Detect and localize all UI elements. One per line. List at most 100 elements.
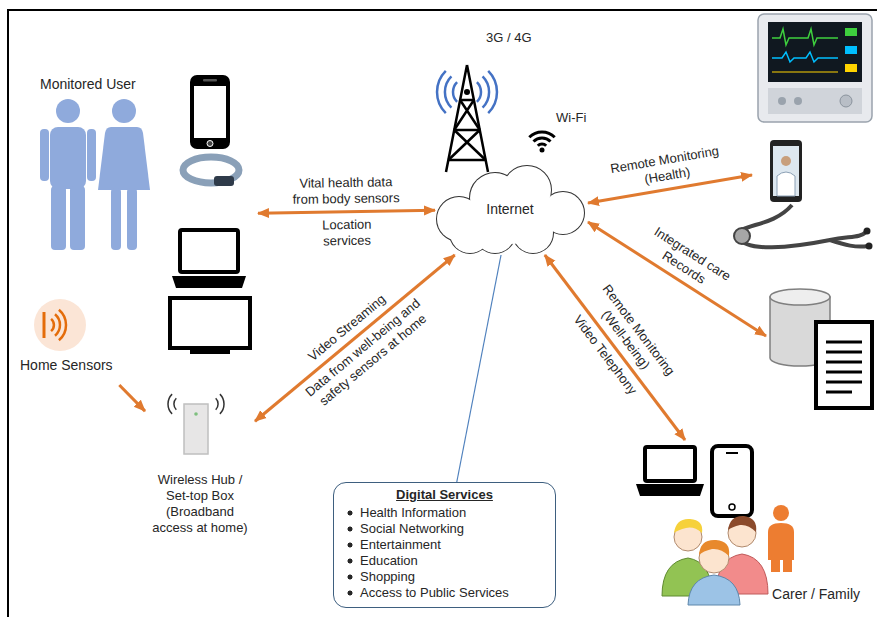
- people-icon: [56, 99, 80, 123]
- cell-tower-icon: [437, 71, 446, 113]
- patient-monitor-picture: [772, 71, 838, 72]
- wireless-hub-icon: [220, 394, 224, 414]
- people-icon: [87, 129, 96, 181]
- wireless-hub-icon: [174, 398, 176, 409]
- family-icon: [768, 523, 794, 560]
- tablet-stethoscope-picture: [781, 156, 791, 166]
- edge-label-text: Vital health data from body sensors: [293, 174, 400, 207]
- laptop-icon: [172, 276, 246, 288]
- wireless-hub-icon: [168, 394, 224, 414]
- cell-tower-icon: [446, 65, 488, 172]
- carer-group: Carer / Family: [630, 440, 865, 605]
- home-sensor-icon: [43, 312, 46, 338]
- tablet-stethoscope-picture: [864, 228, 871, 235]
- people-icon: [98, 127, 150, 190]
- home-sensor-icon: [34, 299, 86, 351]
- people-icon: [111, 188, 121, 250]
- laptop-icon: [172, 230, 246, 288]
- tv-icon: [190, 348, 230, 354]
- text-label: 3G / 4G: [486, 30, 532, 46]
- home-sensor-icon: [34, 299, 86, 351]
- home-sensor-icon: [51, 310, 66, 341]
- cloud-shape: [513, 213, 553, 253]
- patient-monitor-picture: [758, 14, 872, 122]
- document-icon: [816, 322, 872, 408]
- cloud-shape: [437, 166, 584, 253]
- family-icon: [674, 519, 702, 533]
- tablet-stethoscope-picture: [773, 146, 799, 196]
- cloud-shape: [475, 213, 515, 253]
- tablet-stethoscope-picture: [866, 243, 873, 250]
- cell-tower-icon: [448, 100, 485, 160]
- list-item: Access to Public Services: [342, 585, 547, 601]
- wireless-hub-icon: [184, 404, 208, 454]
- people-icon: [50, 127, 86, 189]
- carer-devices-icon: [636, 484, 704, 496]
- patient-monitor-picture: [845, 46, 857, 54]
- box-heading: Digital Services: [342, 487, 547, 503]
- text-label-text: Wi-Fi: [556, 110, 586, 125]
- patient-monitor-picture: [845, 64, 857, 72]
- internet-cloud: Internet: [435, 163, 585, 255]
- database-icon: [770, 289, 830, 305]
- people-icon: [40, 99, 150, 250]
- cell-tower-icon: [445, 76, 451, 107]
- home-sensor-icon: [51, 319, 54, 331]
- cell-tower-icon: [483, 76, 489, 107]
- patient-monitor-picture: [768, 88, 862, 114]
- family-icon: [773, 505, 789, 521]
- cell-tower-icon: [477, 82, 481, 102]
- family-icon: [728, 516, 756, 532]
- carer-devices-icon: [726, 452, 738, 454]
- cell-tower-icon: [453, 82, 457, 102]
- hub-group: Wireless Hub / Set-top Box (Broadband ac…: [145, 392, 255, 542]
- tablet-stethoscope-picture: [734, 228, 750, 244]
- cloud-shape: [513, 213, 553, 253]
- carer-devices-icon: [729, 504, 735, 510]
- text-label-text: Remote Monitoring (Health): [610, 143, 721, 187]
- cell-tower-icon: [437, 65, 497, 172]
- list-item: Social Networking: [342, 521, 547, 537]
- connector-arrow: [545, 255, 685, 440]
- wireless-hub-icon: [168, 394, 224, 454]
- list-item: Entertainment: [342, 537, 547, 553]
- text-label: Integrated care Records: [638, 221, 739, 302]
- node-label: Wireless Hub / Set-top Box (Broadband ac…: [148, 472, 252, 536]
- tablet-stethoscope-picture: [740, 205, 866, 247]
- patient-monitor-picture: [845, 28, 857, 36]
- smartphone-icon: [207, 141, 213, 147]
- smartphone-icon: [203, 79, 217, 82]
- tablet-stethoscope-picture: [734, 140, 873, 250]
- family-icon: [783, 556, 792, 572]
- tv-icon: [170, 298, 250, 354]
- people-icon: [112, 99, 136, 123]
- patient-monitor-picture: [778, 97, 786, 105]
- services-box: Digital ServicesHealth InformationSocial…: [333, 482, 556, 608]
- text-label-text: 3G / 4G: [486, 30, 532, 45]
- family-icon: [699, 540, 729, 556]
- laptop-icon: [180, 230, 238, 272]
- wifi-icon: [534, 138, 551, 142]
- document-icon: [826, 342, 862, 392]
- tablet-stethoscope-picture: [770, 140, 802, 202]
- list-item: Shopping: [342, 569, 547, 585]
- cloud-shape: [437, 166, 584, 253]
- sensor-group: Home Sensors: [15, 295, 135, 385]
- patient-monitor-picture: [840, 95, 852, 107]
- connector-arrow: [258, 210, 435, 213]
- home-sensor-icon: [55, 314, 60, 335]
- cell-tower-icon: [488, 71, 497, 113]
- patient-monitor-picture: [772, 29, 838, 45]
- carer-devices-icon: [712, 446, 752, 516]
- patient-monitor-picture: [768, 22, 862, 82]
- node-label: Monitored User: [40, 76, 136, 93]
- connector-arrow: [119, 385, 145, 411]
- cell-tower-icon: [437, 71, 497, 113]
- cloud-shape: [475, 213, 515, 253]
- family-icon: [688, 575, 740, 605]
- list-item: Education: [342, 553, 547, 569]
- list-item: Health Information: [342, 505, 547, 521]
